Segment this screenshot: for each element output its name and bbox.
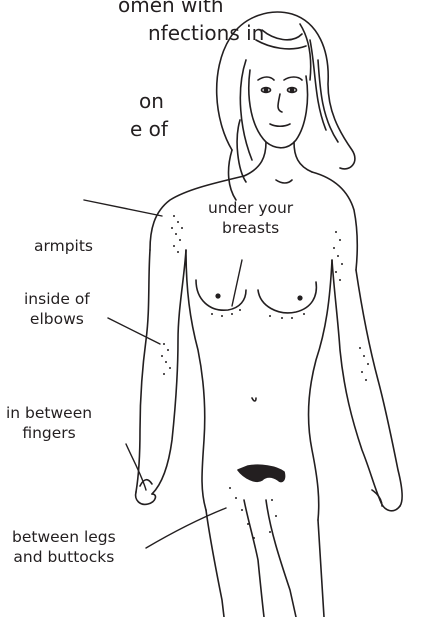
mouth [270, 124, 290, 126]
rash-elbow-right [359, 347, 369, 381]
inner-thigh-right [266, 500, 296, 617]
pointer-under-breasts [232, 260, 242, 306]
pointer-armpits [84, 200, 162, 216]
label-inside-elbows: inside of elbows [24, 289, 90, 329]
pointer-between-legs [146, 508, 226, 548]
pointer-elbows [108, 318, 160, 344]
left-breast [196, 280, 246, 310]
right-hand [372, 490, 400, 511]
right-side [309, 260, 332, 520]
hair-fringe [256, 30, 306, 49]
inner-thigh-left [244, 500, 264, 617]
collarbone [276, 180, 292, 183]
left-hand [136, 480, 156, 505]
nose [278, 94, 282, 112]
rash-stipple-areas [161, 215, 369, 539]
rash-armpit-right [333, 231, 343, 281]
left-arm-outer [136, 250, 150, 492]
right-eyebrow [284, 77, 302, 80]
label-armpits: armpits [34, 236, 93, 256]
pointer-fingers [126, 444, 146, 490]
left-side [186, 250, 206, 510]
left-leg-outer [206, 510, 224, 617]
right-shoulder [312, 172, 357, 270]
rash-between-legs [229, 487, 277, 539]
label-under-breasts: under your breasts [208, 198, 293, 238]
right-breast [258, 282, 316, 313]
rash-elbow-left [161, 343, 171, 375]
rash-armpit-left [171, 215, 183, 253]
label-between-fingers: in between fingers [6, 403, 92, 443]
left-eyebrow [258, 77, 274, 80]
pubic-hair [238, 465, 285, 481]
navel [252, 398, 256, 401]
hair-right-strands [300, 24, 338, 142]
right-arm-inner [332, 260, 380, 500]
neck-right [294, 142, 312, 172]
label-between-legs: between legs and buttocks [12, 527, 116, 567]
right-arm-outer [356, 270, 402, 506]
left-arm-inner [152, 250, 186, 494]
right-leg-outer [318, 520, 324, 617]
